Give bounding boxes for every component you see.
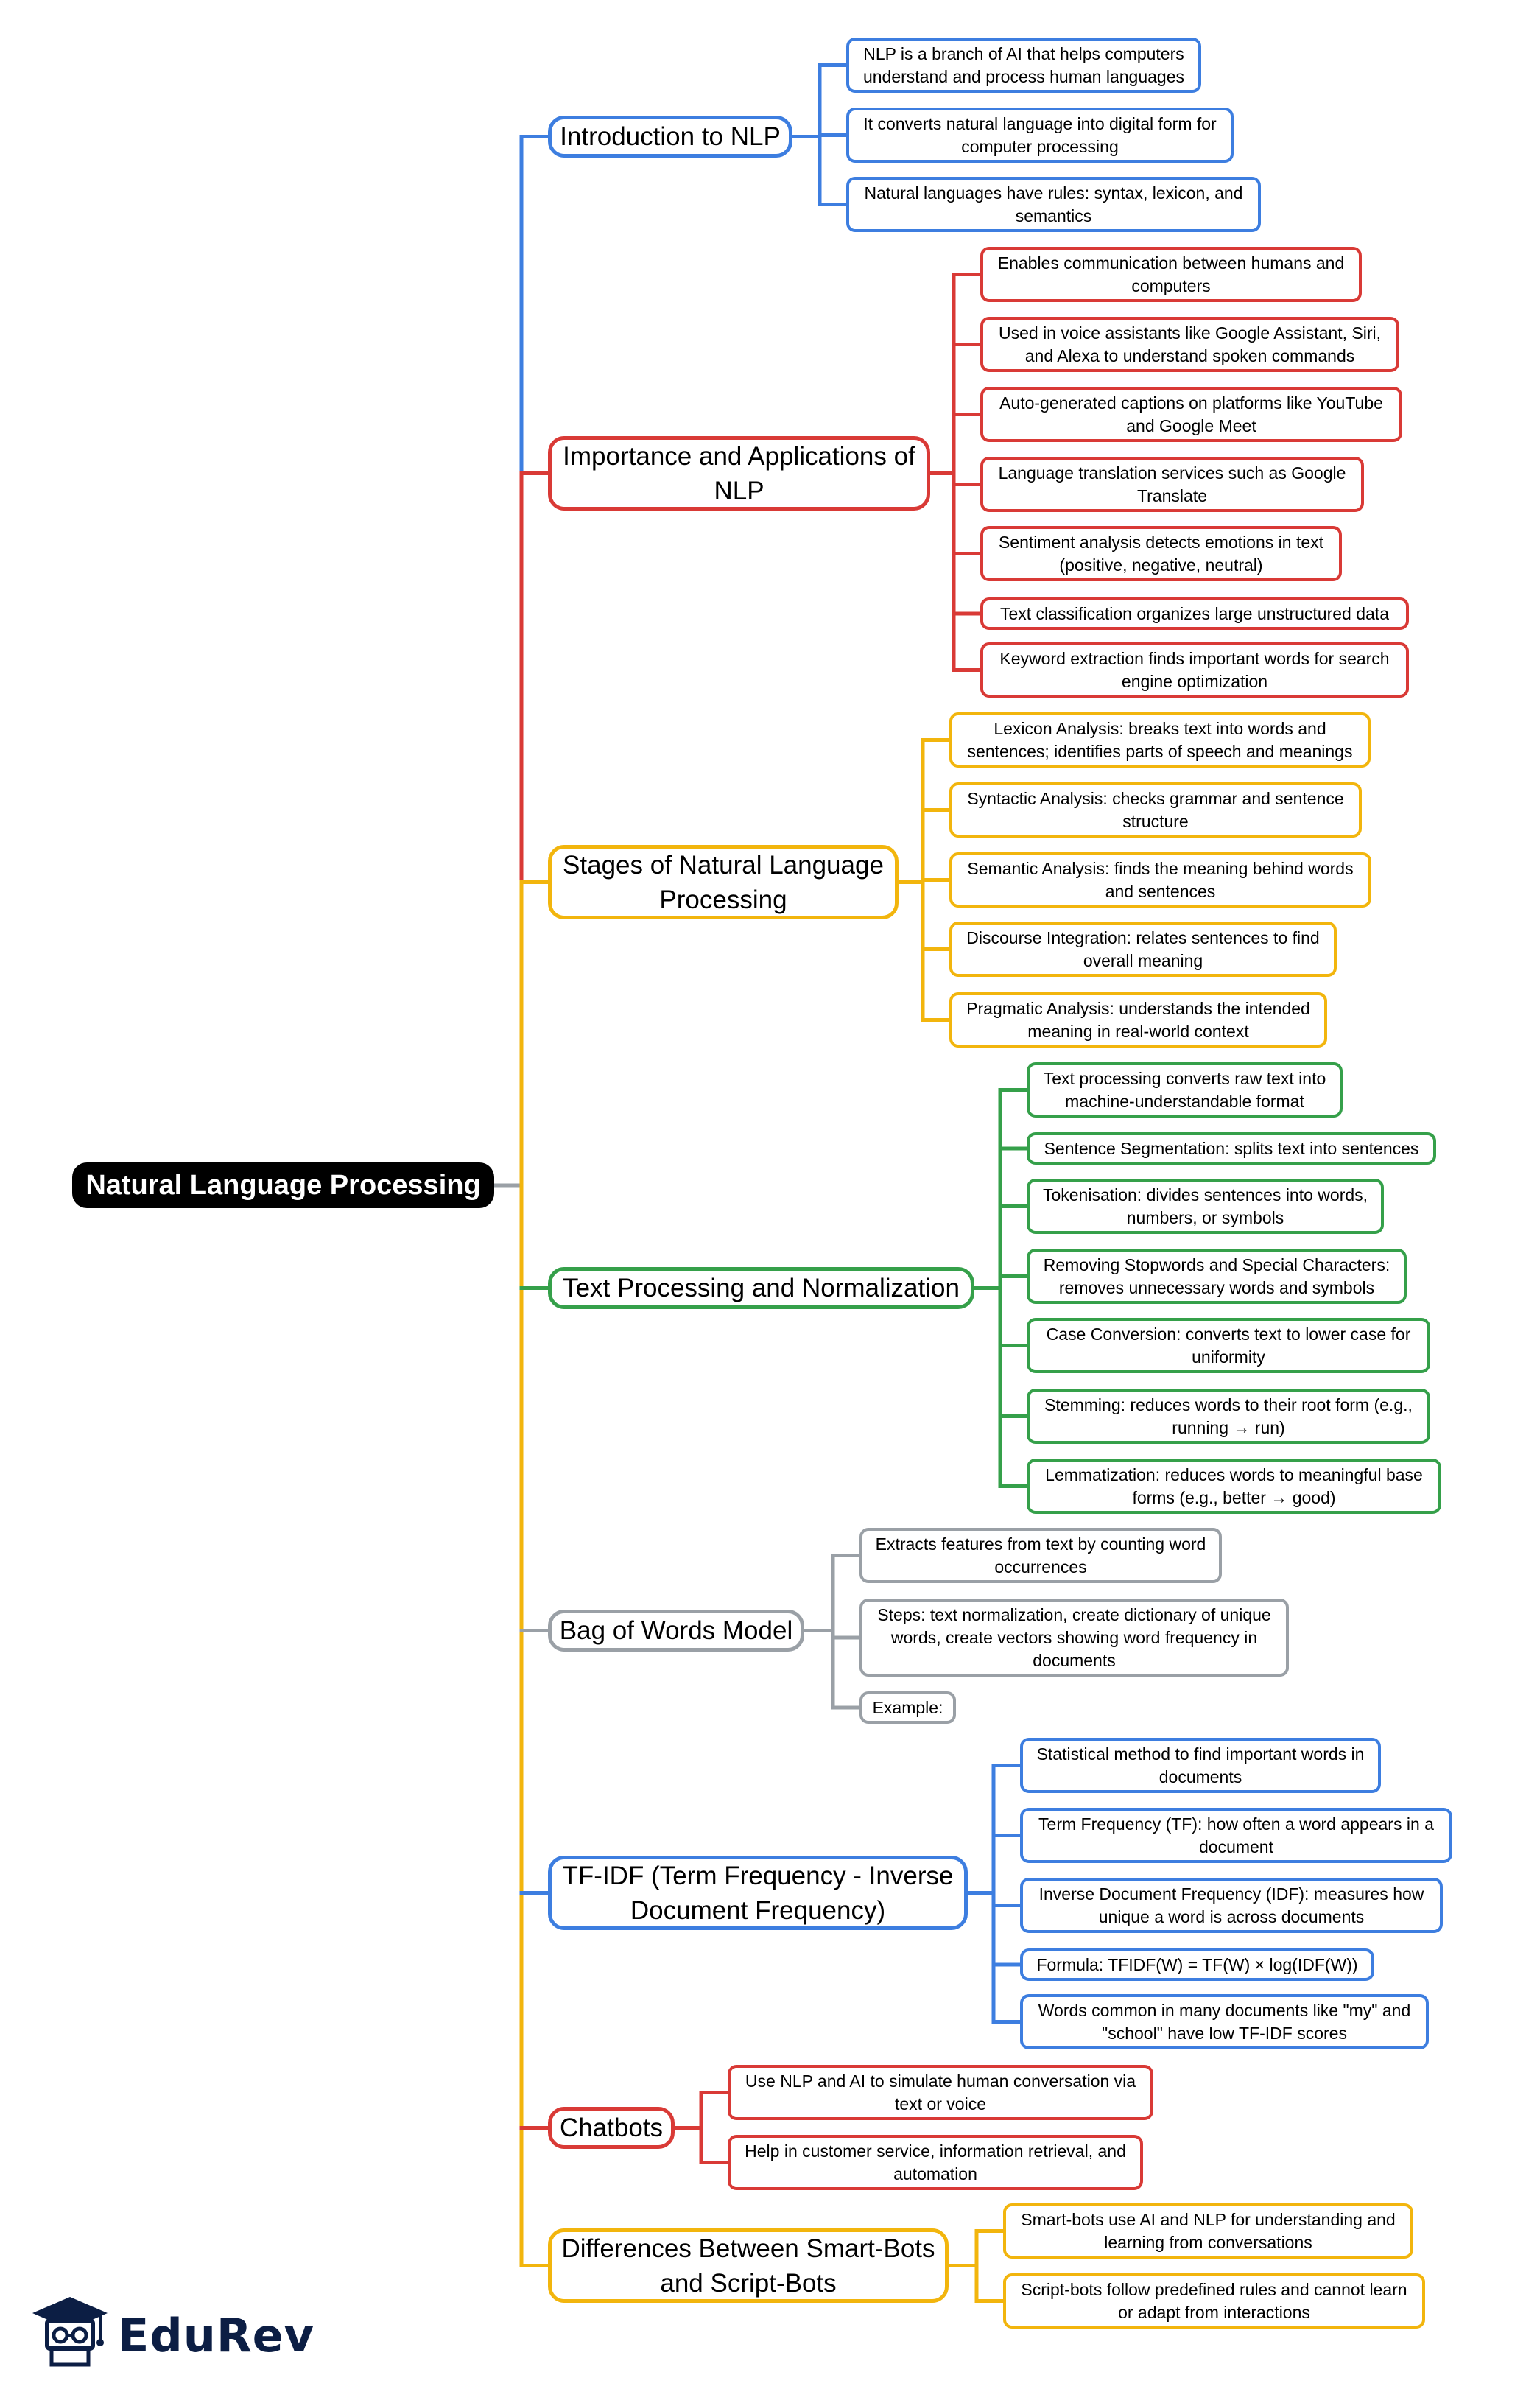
leaf-tf-idf-3: Inverse Document Frequency (IDF): measur… (1020, 1878, 1443, 1933)
leaf-text-processing-4: Removing Stopwords and Special Character… (1027, 1249, 1407, 1304)
leaf-bag-of-words-2: Steps: text normalization, create dictio… (859, 1599, 1289, 1677)
branch-text-processing: Text Processing and Normalization (548, 1267, 974, 1309)
branch-chatbots: Chatbots (548, 2107, 675, 2149)
root-node: Natural Language Processing (72, 1162, 494, 1208)
leaf-importance-5: Sentiment analysis detects emotions in t… (980, 526, 1342, 581)
branch-bag-of-words: Bag of Words Model (548, 1610, 804, 1652)
logo-text: EduRev (118, 2309, 315, 2362)
leaf-tf-idf-4: Formula: TFIDF(W) = TF(W) × log(IDF(W)) (1020, 1948, 1374, 1981)
leaf-tf-idf-5: Words common in many documents like "my"… (1020, 1994, 1429, 2049)
leaf-smart-vs-script-bots-2: Script-bots follow predefined rules and … (1003, 2273, 1425, 2329)
leaf-bag-of-words-1: Extracts features from text by counting … (859, 1528, 1222, 1583)
leaf-tf-idf-1: Statistical method to find important wor… (1020, 1738, 1381, 1793)
leaf-introduction-2: It converts natural language into digita… (846, 108, 1234, 163)
leaf-introduction-1: NLP is a branch of AI that helps compute… (846, 38, 1201, 93)
leaf-text-processing-6: Stemming: reduces words to their root fo… (1027, 1389, 1430, 1444)
branch-tf-idf: TF-IDF (Term Frequency - Inverse Documen… (548, 1856, 968, 1930)
leaf-text-processing-3: Tokenisation: divides sentences into wor… (1027, 1179, 1384, 1234)
leaf-introduction-3: Natural languages have rules: syntax, le… (846, 177, 1261, 232)
branch-stages: Stages of Natural Language Processing (548, 845, 899, 919)
leaf-importance-3: Auto-generated captions on platforms lik… (980, 387, 1402, 442)
leaf-smart-vs-script-bots-1: Smart-bots use AI and NLP for understand… (1003, 2203, 1413, 2259)
leaf-stages-1: Lexicon Analysis: breaks text into words… (949, 712, 1371, 768)
leaf-stages-2: Syntactic Analysis: checks grammar and s… (949, 782, 1362, 838)
leaf-bag-of-words-3: Example: (859, 1691, 956, 1724)
leaf-stages-4: Discourse Integration: relates sentences… (949, 922, 1337, 977)
edurev-logo: EduRev (7, 2278, 314, 2381)
leaf-stages-3: Semantic Analysis: finds the meaning beh… (949, 852, 1371, 908)
leaf-text-processing-7: Lemmatization: reduces words to meaningf… (1027, 1459, 1441, 1514)
leaf-chatbots-2: Help in customer service, information re… (728, 2135, 1143, 2190)
branch-smart-vs-script-bots: Differences Between Smart-Bots and Scrip… (548, 2228, 949, 2303)
leaf-tf-idf-2: Term Frequency (TF): how often a word ap… (1020, 1808, 1452, 1863)
leaf-importance-6: Text classification organizes large unst… (980, 597, 1409, 630)
leaf-text-processing-5: Case Conversion: converts text to lower … (1027, 1318, 1430, 1373)
branch-importance: Importance and Applications of NLP (548, 436, 930, 511)
leaf-chatbots-1: Use NLP and AI to simulate human convers… (728, 2065, 1153, 2120)
leaf-importance-4: Language translation services such as Go… (980, 457, 1364, 512)
leaf-text-processing-2: Sentence Segmentation: splits text into … (1027, 1132, 1436, 1165)
branch-introduction: Introduction to NLP (548, 116, 792, 158)
leaf-importance-1: Enables communication between humans and… (980, 247, 1362, 302)
leaf-text-processing-1: Text processing converts raw text into m… (1027, 1062, 1343, 1118)
leaf-importance-7: Keyword extraction finds important words… (980, 642, 1409, 698)
leaf-stages-5: Pragmatic Analysis: understands the inte… (949, 992, 1327, 1048)
graduation-cap-icon (32, 2297, 108, 2367)
leaf-importance-2: Used in voice assistants like Google Ass… (980, 317, 1399, 372)
